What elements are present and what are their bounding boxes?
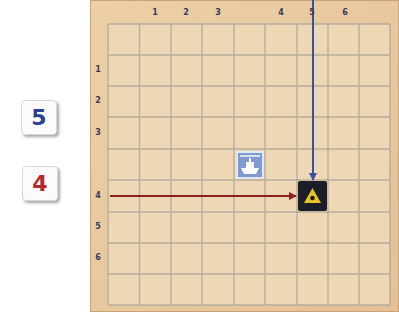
die-number: 4 [32, 173, 47, 195]
ship-tile [236, 151, 264, 179]
grid-line [327, 24, 328, 305]
row-arrow [110, 195, 296, 197]
grid-line [264, 24, 265, 305]
die: 5 [21, 100, 57, 135]
grid-line [201, 24, 202, 305]
column-number: 6 [342, 9, 348, 17]
grid-line [108, 23, 390, 24]
column-arrow [312, 0, 314, 180]
grid-line [107, 24, 108, 305]
grid-line [233, 24, 234, 305]
grid-line [108, 273, 390, 274]
column-number: 4 [278, 9, 284, 17]
row-number: 6 [95, 254, 101, 262]
row-number: 2 [95, 97, 101, 105]
grid-line [139, 24, 140, 305]
row-number: 3 [95, 129, 101, 137]
column-number: 3 [215, 9, 221, 17]
row-number: 5 [95, 223, 101, 231]
row-number: 4 [95, 192, 101, 200]
die: 4 [22, 166, 58, 201]
grid-line [108, 148, 390, 149]
grid-line [108, 211, 390, 212]
grid-line [170, 24, 171, 305]
grid-line [108, 304, 390, 305]
grid-line [108, 179, 390, 180]
grid-line [108, 54, 390, 55]
die-number: 5 [31, 107, 46, 129]
grid-line [358, 24, 359, 305]
grid-line [108, 116, 390, 117]
target-tile [298, 181, 327, 211]
grid-line [389, 24, 390, 305]
grid-line [108, 242, 390, 243]
grid-line [108, 85, 390, 86]
row-number: 1 [95, 66, 101, 74]
grid-line [296, 24, 297, 305]
column-number: 2 [183, 9, 189, 17]
column-number: 1 [152, 9, 158, 17]
column-number: 5 [309, 9, 315, 17]
